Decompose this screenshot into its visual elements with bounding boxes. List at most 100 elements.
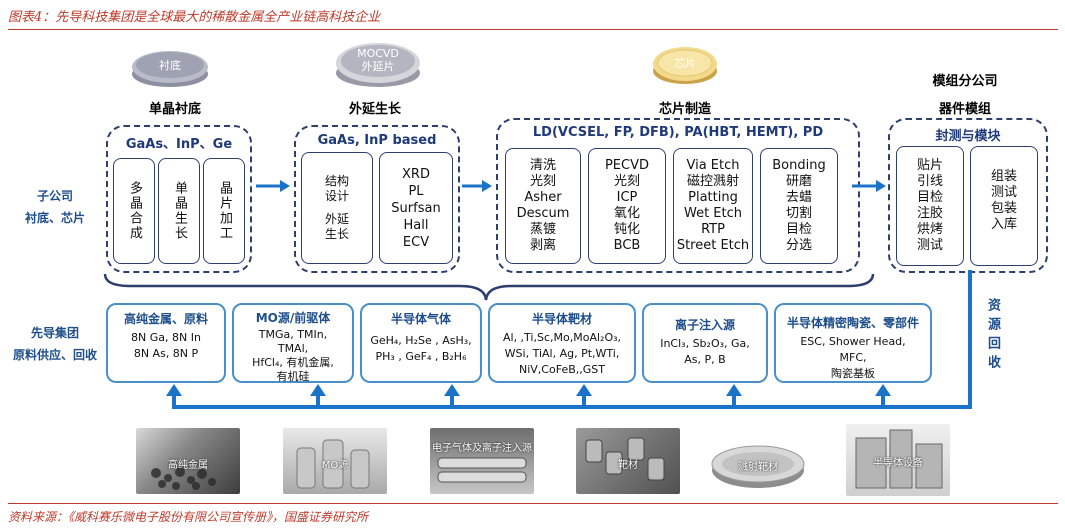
epi-group: [294, 125, 460, 273]
material-box-high-purity-metals: 高纯金属、原料 8N Ga, 8N In 8N As, 8N P: [106, 303, 226, 383]
material-box-ceramics-parts: 半导体精密陶瓷、零部件 ESC, Shower Head, MFC, 陶瓷基板: [774, 303, 932, 383]
substrate-stage-title: 单晶衬底: [148, 102, 201, 117]
subsidiary-brace: [103, 273, 875, 301]
photo-targets: 靶材: [576, 428, 680, 494]
photo-sputtering-target: 溅射靶材: [706, 432, 810, 494]
chip-box3-line3: Platting: [688, 190, 738, 205]
material-high-purity-line1: 8N Ga, 8N In: [131, 331, 201, 344]
group-label-line1: 先导集团: [30, 326, 79, 340]
epi-test-hall: Hall: [403, 217, 429, 233]
group-label: 先导集团 原料供应、回收: [10, 322, 100, 366]
target-blocks-icon: [585, 437, 665, 481]
chip-box2-line1: PECVD: [604, 158, 650, 173]
recycle-label: 资源回收: [978, 298, 1006, 382]
substrate-wafer-label: 衬底: [159, 59, 181, 72]
photo-label-gas-ion: 电子气体及离子注入源: [432, 442, 532, 454]
material-target-line3: NiV,CoFeB,,GST: [519, 363, 605, 376]
photo-label-high-purity: 高纯金属: [168, 459, 208, 471]
material-mo-line4: 有机硅: [276, 370, 310, 383]
material-head-mo: MO源/前驱体: [255, 311, 331, 325]
material-head-high-purity: 高纯金属、原料: [123, 312, 208, 326]
chip-box1-line4: Descum: [516, 206, 570, 221]
material-box-semiconductor-gas: 半导体气体 GeH₄, H₂Se , AsH₃, PH₃ , GeF₄ , B₂…: [360, 303, 482, 383]
epi-box1-line2: 设计: [324, 189, 349, 203]
material-head-target: 半导体靶材: [531, 312, 592, 326]
epi-test-surfsan: Surfsan: [391, 200, 441, 216]
epi-box1-line5: 生长: [324, 227, 349, 241]
chip-box2-line4: 氧化: [613, 206, 640, 221]
figure-title: 图表4：先导科技集团是全球最大的稀散金属全产业链高科技企业: [8, 10, 381, 25]
epi-test-pl: PL: [408, 183, 424, 199]
chip-box3-line4: Wet Etch: [683, 206, 743, 221]
epi-box1-line4: 外延: [324, 212, 349, 226]
module-box1-line2: 引线: [916, 174, 943, 189]
material-head-ion: 离子注入源: [674, 318, 735, 332]
chip-box1-line1: 清洗: [529, 158, 556, 173]
epi-wafer-label-line2: 外延片: [361, 60, 395, 73]
subsidiary-label-line1: 子公司: [36, 189, 73, 203]
chip-box4-line6: 分选: [785, 238, 812, 253]
material-target-line2: WSi, TiAl, Ag, Pt,WTi,: [504, 347, 620, 360]
chip-box2-line6: BCB: [613, 238, 641, 253]
epi-test-ecv: ECV: [402, 234, 430, 250]
chip-box4-line2: 研磨: [785, 174, 812, 189]
material-box-sputtering-target: 半导体靶材 Al, ,Ti,Sc,Mo,MoAl₂O₃, WSi, TiAl, …: [488, 303, 636, 383]
epi-test-box: XRD PL Surfsan Hall ECV: [379, 152, 453, 264]
source-note: 资料来源：《威科赛乐微电子股份有限公司宣传册》，国盛证券研究所: [8, 510, 369, 524]
chip-box4-line3: 去蜡: [785, 190, 812, 205]
packaging-box-2: 组装 测试 包装 入库: [970, 146, 1038, 266]
material-box-ion-implant: 离子注入源 InCl₃, Sb₂O₃, Ga, As, P, B: [642, 303, 768, 383]
material-high-purity-line2: 8N As, 8N P: [133, 347, 199, 360]
chip-box3-line2: 磁控溅射: [686, 174, 739, 189]
module-box1-line5: 烘烤: [916, 222, 943, 237]
crystal-growth-box: 单晶生长: [158, 158, 200, 264]
photo-label-sputtering: 溅射靶材: [738, 462, 778, 474]
material-head-ceramics: 半导体精密陶瓷、零部件: [786, 316, 919, 330]
material-gas-line2: PH₃ , GeF₄ , B₂H₆: [375, 350, 467, 363]
epi-box1-line1: 结构: [324, 174, 349, 188]
crystal-growth-text: 单晶生长: [172, 181, 187, 241]
chip-process-box-2: PECVD 光刻 ICP 氧化 钝化 BCB: [588, 148, 666, 264]
chip-box4-line5: 目检: [785, 222, 812, 237]
photo-mo-source: MO源: [283, 428, 387, 494]
chip-box4-line1: Bonding: [772, 158, 826, 173]
chip-process-box-4: Bonding 研磨 去蜡 切割 目检 分选: [760, 148, 838, 264]
chip-box3-line6: Street Etch: [676, 238, 750, 253]
module-group-head: 封测与模块: [935, 129, 1001, 144]
group-label-line2: 原料供应、回收: [12, 348, 97, 362]
sputtering-disc-icon: [711, 445, 805, 488]
arrow-substrate-to-epi: [256, 180, 290, 192]
chip-box2-line2: 光刻: [613, 174, 640, 189]
chip-box4-line4: 切割: [785, 206, 812, 221]
chip-stage-title: 芯片制造: [658, 102, 711, 117]
chip-box2-line3: ICP: [616, 190, 638, 205]
photo-equipment: 半导体设备: [846, 424, 950, 496]
photo-high-purity-metal: 高纯金属: [136, 428, 240, 494]
material-ceramics-line2: MFC,: [839, 351, 867, 364]
polycrystal-synthesis-text: 多晶合成: [127, 181, 142, 241]
epi-wafer-icon: [336, 43, 420, 87]
module-box2-line3: 包装: [990, 201, 1017, 216]
substrate-group: [106, 125, 252, 273]
top-divider: [8, 29, 1058, 30]
substrate-group-head: GaAs、InP、Ge: [125, 137, 233, 152]
module-box1-line3: 目检: [916, 190, 943, 205]
module-device-label: 器件模组: [938, 102, 991, 117]
material-ion-line2: As, P, B: [684, 353, 726, 366]
chip-box1-line2: 光刻: [529, 174, 556, 189]
arrow-chip-to-module: [852, 180, 886, 192]
module-box1-line6: 测试: [916, 238, 943, 253]
material-target-line1: Al, ,Ti,Sc,Mo,MoAl₂O₃,: [502, 331, 622, 344]
epi-wafer-label: MOCVD 外延片: [343, 47, 413, 73]
gas-cylinders-icon: [437, 457, 527, 483]
material-mo-line3: HfCl₄, 有机金属,: [252, 356, 334, 369]
chip-box2-line5: 钝化: [613, 222, 640, 237]
material-box-mo-source: MO源/前驱体 TMGa, TMIn, TMAl, HfCl₄, 有机金属, 有…: [232, 303, 354, 383]
module-box1-line1: 贴片: [916, 158, 943, 173]
material-gas-line1: GeH₄, H₂Se , AsH₃,: [370, 334, 472, 347]
chip-wafer-icon: [653, 47, 717, 84]
wafer-processing-box: 晶片加工: [203, 158, 245, 264]
wafer-processing-text: 晶片加工: [217, 181, 232, 241]
chip-wafer-label: 芯片: [674, 57, 696, 70]
module-box2-line4: 入库: [990, 217, 1017, 232]
